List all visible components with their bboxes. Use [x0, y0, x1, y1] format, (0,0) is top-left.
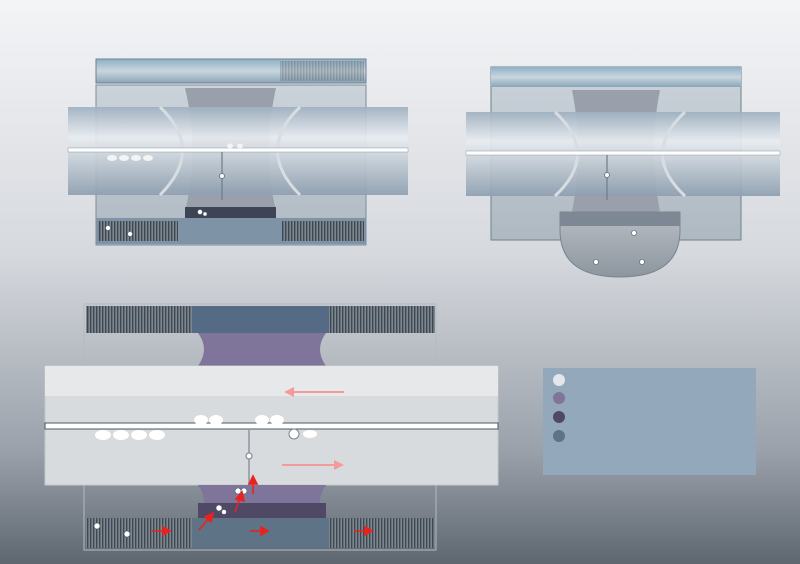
top-barrel-ribs [280, 61, 364, 81]
bottom-detail-schematic [44, 303, 499, 551]
flow-arrow-right [282, 460, 344, 470]
top-ribs-right [329, 306, 435, 333]
top-right-schematic [465, 66, 781, 278]
center-rod [44, 422, 499, 430]
legend-swatch [553, 430, 565, 442]
cell-cluster [105, 209, 208, 237]
top-barrel [491, 67, 741, 87]
migration-arrows [152, 474, 374, 537]
top-neck [198, 333, 326, 366]
chamber-base [185, 207, 276, 218]
collection-bowl [559, 211, 681, 278]
center-rod [465, 150, 781, 156]
top-ribs-left [86, 306, 192, 333]
bead [288, 428, 300, 440]
top-left-schematic [67, 58, 409, 246]
legend-item-4 [553, 430, 743, 444]
probe-node [604, 172, 610, 178]
legend-item-1 [553, 374, 743, 388]
bottom-ribs-right [282, 221, 364, 241]
center-rod [67, 147, 409, 153]
top-channel [192, 306, 329, 333]
bottom-ribs-left [86, 518, 192, 548]
bottom-ribs-left [98, 221, 178, 241]
probe-node [245, 452, 253, 460]
legend [543, 368, 756, 475]
legend-item-3 [553, 411, 743, 425]
bottom-neck-dark [198, 503, 326, 518]
legend-swatch [553, 392, 565, 404]
legend-swatch [553, 411, 565, 423]
particle-row [95, 415, 317, 440]
cell-cluster [593, 230, 645, 265]
bottom-ribs-right [329, 518, 435, 548]
flow-arrow-left [284, 387, 344, 397]
legend-swatch [553, 374, 565, 386]
tube-highlight [45, 366, 498, 396]
legend-item-2 [553, 392, 743, 406]
particle-row [107, 143, 243, 161]
bowl-neck [560, 212, 680, 226]
probe-node [219, 173, 225, 179]
